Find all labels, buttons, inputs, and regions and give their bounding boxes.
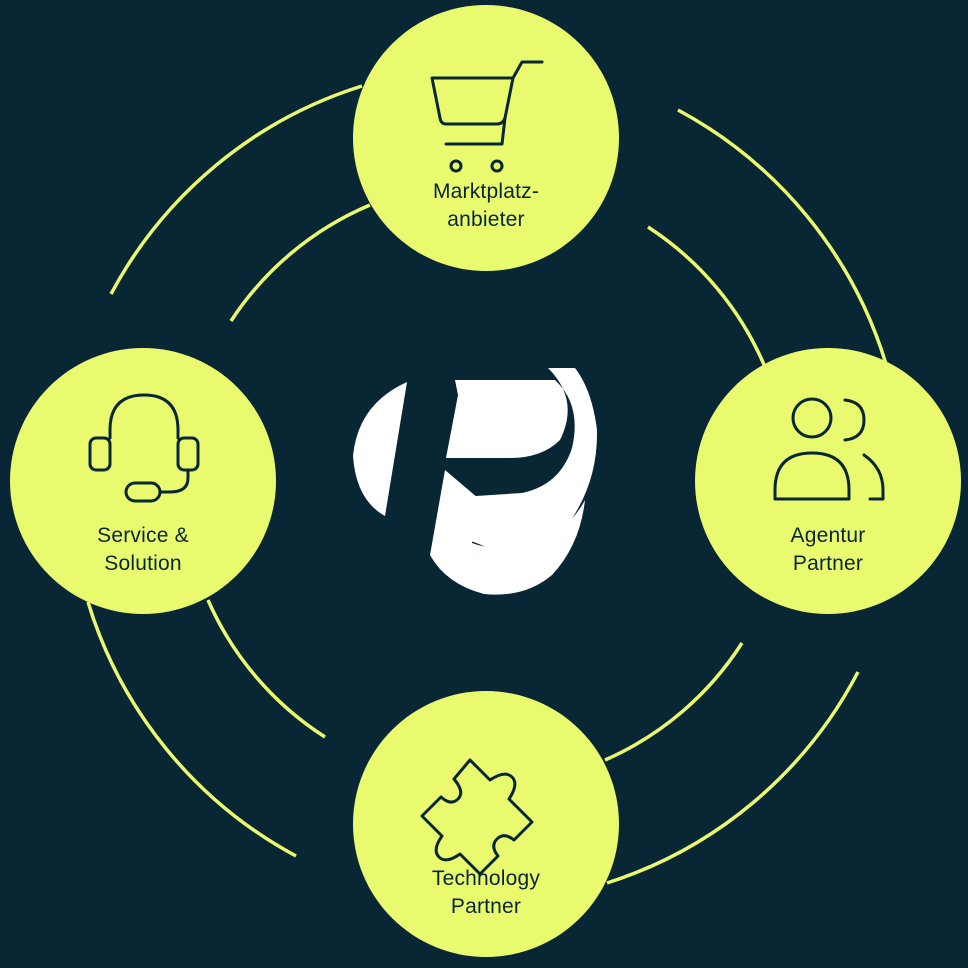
outer-ring bbox=[86, 84, 888, 885]
inner-ring-arc-bottom-right bbox=[604, 642, 744, 762]
node-label-line1: Agentur bbox=[791, 524, 866, 547]
inner-ring bbox=[206, 203, 767, 762]
inner-ring-arc-top-left bbox=[229, 203, 371, 322]
outer-ring-arc-top-right bbox=[677, 108, 888, 365]
node-agentur-partner[interactable]: Agentur Partner bbox=[695, 348, 961, 614]
node-circle bbox=[353, 5, 619, 271]
cart-wheel-right bbox=[490, 159, 504, 173]
node-circle bbox=[10, 348, 276, 614]
node-label-line2: Partner bbox=[451, 895, 521, 918]
node-label-line1: Technology bbox=[432, 867, 541, 890]
node-circle bbox=[695, 348, 961, 614]
outer-ring-arc-bottom-left bbox=[86, 601, 297, 858]
puzzle-piece-icon bbox=[420, 758, 534, 876]
node-technology-partner[interactable]: Technology Partner bbox=[353, 691, 619, 957]
node-service-solution[interactable]: Service & Solution bbox=[10, 348, 276, 614]
cart-wheel-left bbox=[449, 159, 463, 173]
node-circle bbox=[353, 691, 619, 957]
node-label-line1: Marktplatz- bbox=[433, 180, 539, 203]
p-logo-icon bbox=[353, 368, 598, 595]
users-icon bbox=[773, 397, 885, 501]
outer-ring-arc-top-left bbox=[109, 84, 363, 295]
p-logo-left-lobe bbox=[353, 382, 407, 516]
headset-icon bbox=[88, 393, 200, 503]
p-logo-main-shape bbox=[446, 368, 598, 567]
node-label-line1: Service & bbox=[97, 524, 189, 547]
node-label-line2: Partner bbox=[793, 552, 863, 575]
p-logo-bottom-shape bbox=[430, 470, 585, 595]
shopping-cart-icon bbox=[430, 60, 544, 146]
outer-ring-arc-bottom-right bbox=[606, 671, 860, 885]
inner-ring-arc-top-right bbox=[647, 225, 767, 368]
node-label-line2: anbieter bbox=[447, 208, 525, 231]
inner-ring-arc-bottom-left bbox=[206, 599, 326, 739]
node-marktplatzanbieter[interactable]: Marktplatz- anbieter bbox=[353, 5, 619, 271]
node-label-line2: Solution bbox=[104, 552, 182, 575]
